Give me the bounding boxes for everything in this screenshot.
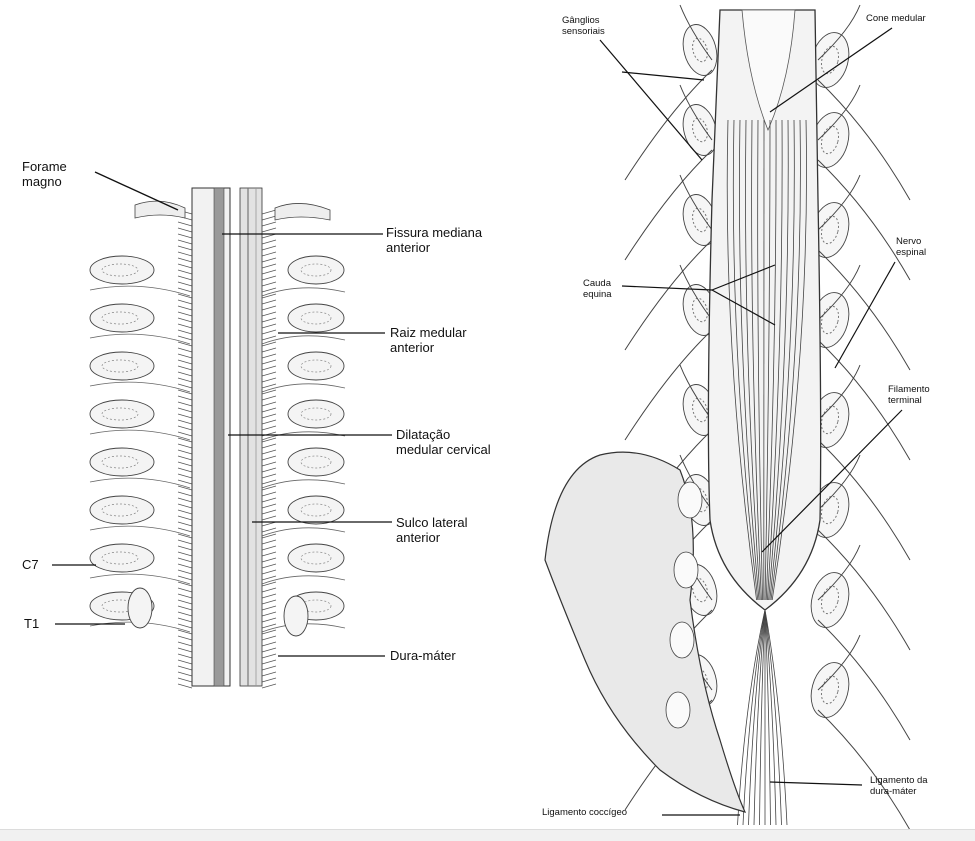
label-cone-medular: Cone medular — [866, 14, 926, 25]
filum-terminale — [738, 610, 788, 825]
bottom-scroll-edge — [0, 829, 975, 841]
label-t1: T1 — [24, 617, 39, 632]
label-filamento-terminal: Filamento terminal — [888, 385, 930, 406]
label-nervo-espinal: Nervo espinal — [896, 237, 926, 258]
label-dilatacao-medular-cervical: Dilatação medular cervical — [396, 428, 491, 457]
label-ligamento-coccigeo: Ligamento coccígeo — [542, 808, 627, 819]
label-sulco-lateral-anterior: Sulco lateral anterior — [396, 516, 468, 545]
label-cauda-equina: Cauda equina — [583, 279, 612, 300]
label-ganglios-sensoriais: Gânglios sensoriais — [562, 16, 605, 37]
label-raiz-medular-anterior: Raiz medular anterior — [390, 326, 467, 355]
label-ligamento-da-dura-mater: Ligamento da dura-máter — [870, 776, 928, 797]
label-forame-magno: Forame magno — [22, 160, 67, 189]
label-fissura-mediana-anterior: Fissura mediana anterior — [386, 226, 482, 255]
label-c7: C7 — [22, 558, 39, 573]
label-dura-mater: Dura-máter — [390, 649, 456, 664]
